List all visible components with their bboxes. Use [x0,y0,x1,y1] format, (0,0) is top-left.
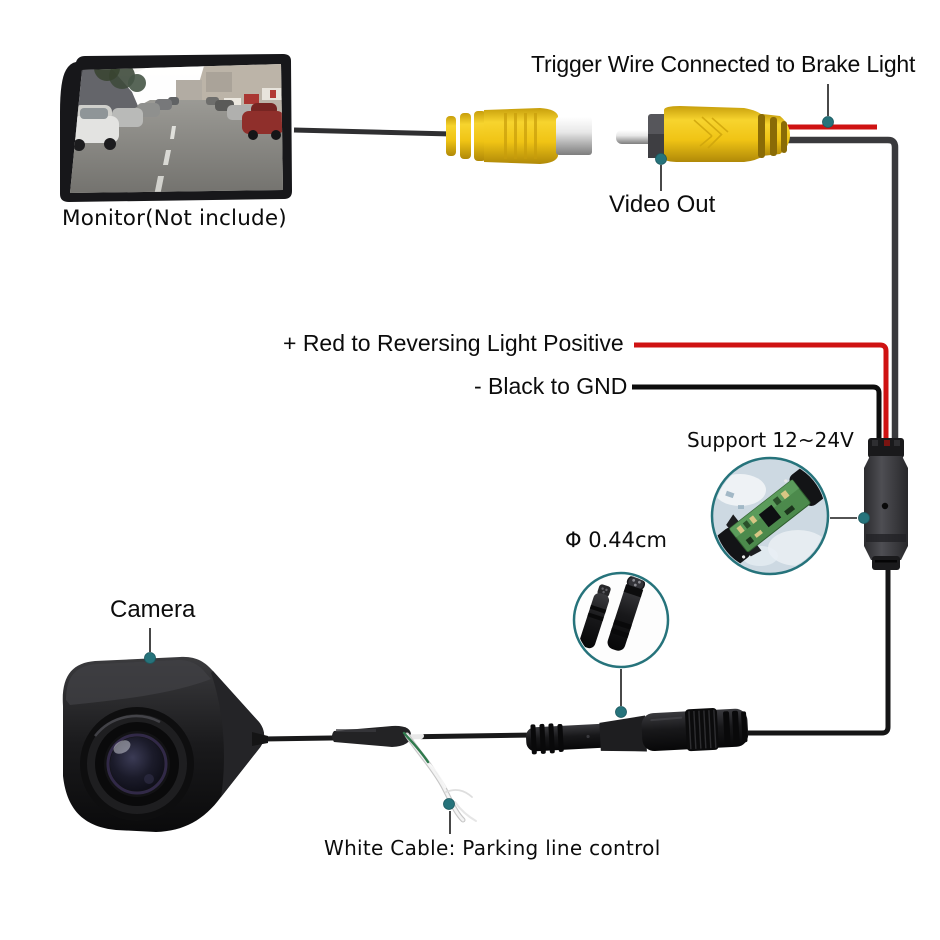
callouts [149,84,857,834]
inline-connector-pair [525,707,749,755]
white-cable-dot [443,798,455,810]
monitor [60,54,292,202]
reversing-red-wire [634,342,889,444]
video-out-label: Video Out [609,191,716,218]
monitor-cable [293,127,453,137]
black-gnd-label: - Black to GND [474,373,628,399]
module-dot [858,512,870,524]
trigger-dot [822,116,834,128]
camera-dot [144,652,156,664]
camera-label: Camera [110,596,196,623]
white-cable-branch [332,725,477,823]
diameter-inset-circle [572,571,670,669]
white-cable-label: White Cable: Parking line control [324,836,661,860]
connector-diameter-label: Φ 0.44cm [565,528,667,552]
monitor-screen [70,64,283,193]
voltage-module [864,438,908,570]
diameter-dot [615,706,627,718]
monitor-label: Monitor(Not include) [62,206,287,231]
video-cable [786,136,899,444]
rca-female-connector [446,108,592,164]
module-output-wire [740,568,891,736]
red-positive-label: + Red to Reversing Light Positive [283,330,624,356]
gnd-black-wire [632,384,882,444]
trigger-wire-label: Trigger Wire Connected to Brake Light [531,51,916,77]
rca-male-connector [616,106,790,162]
video-out-dot [655,153,667,165]
support-inset-circle [710,456,830,576]
support-voltage-label: Support 12~24V [687,428,854,452]
camera-body [62,656,268,832]
callout-dots [144,116,870,810]
